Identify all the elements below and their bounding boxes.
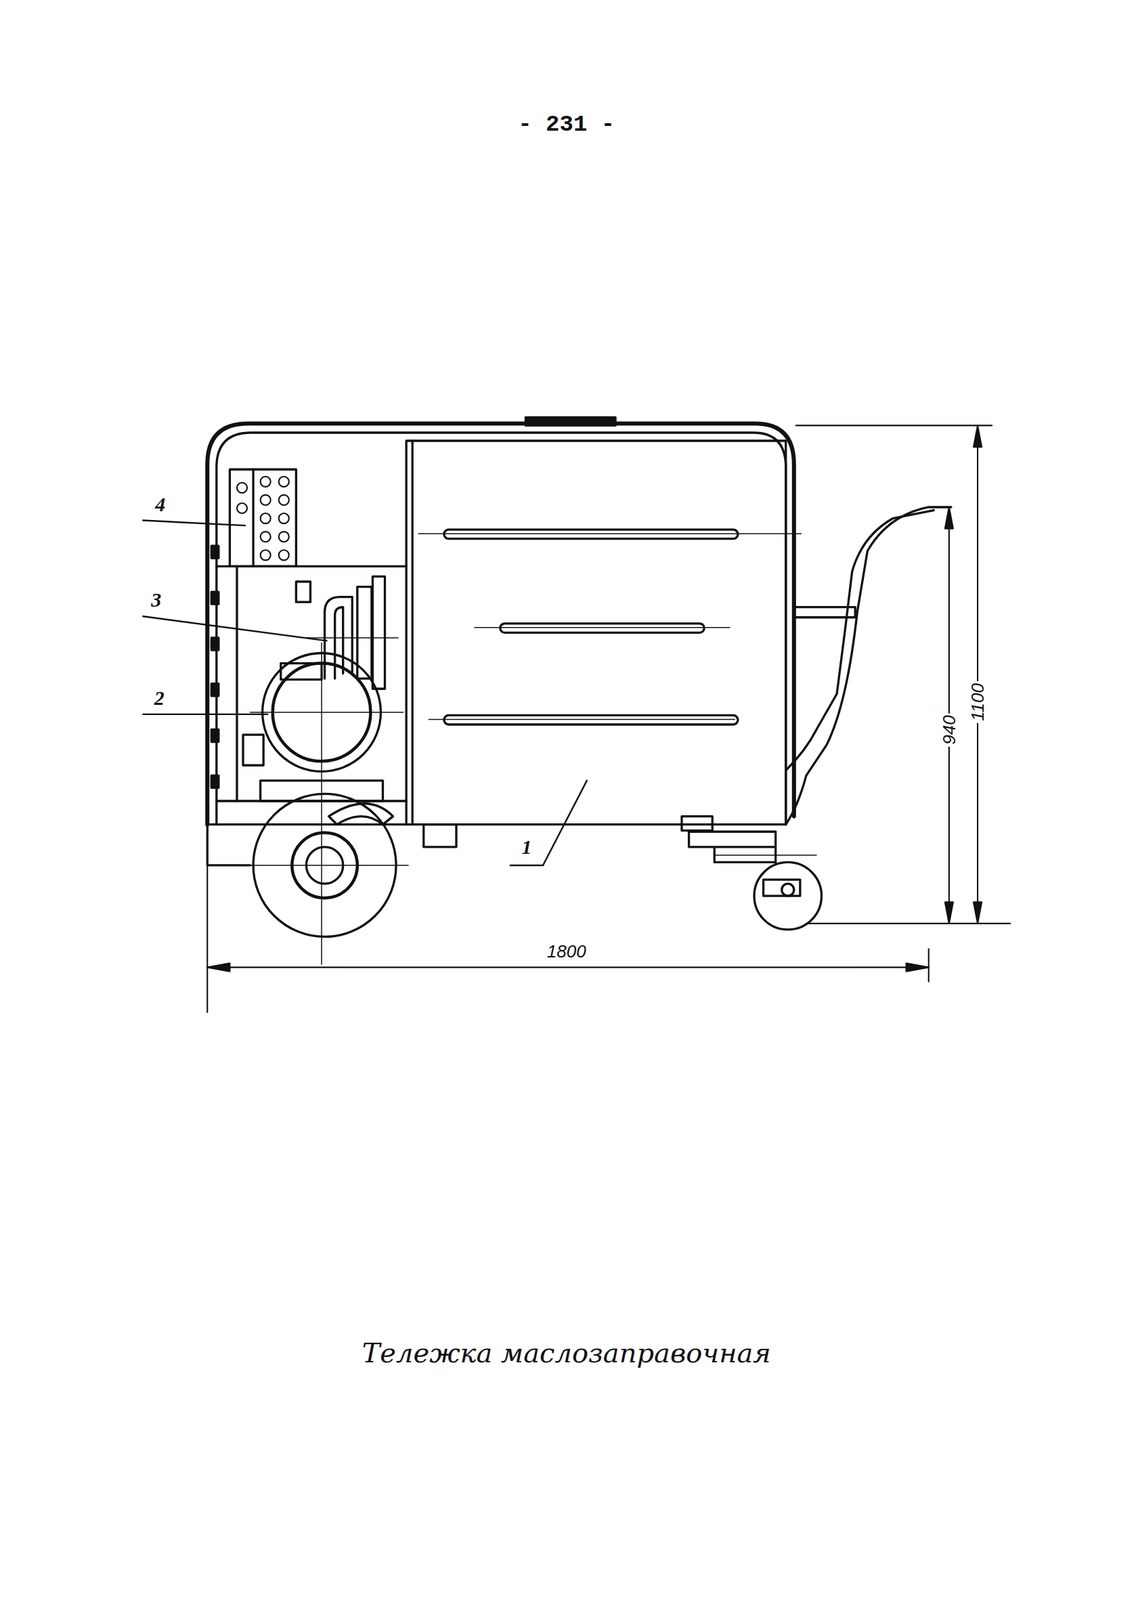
caster-hub — [781, 883, 795, 896]
leader-lines — [142, 520, 587, 866]
frame-inner — [216, 432, 786, 825]
radiator — [251, 469, 254, 566]
tank-foot — [423, 824, 457, 847]
tank — [406, 440, 786, 825]
dimension-lines — [207, 425, 1011, 1013]
radiator — [229, 469, 296, 566]
caster-wheel — [754, 861, 822, 929]
tank-foot — [681, 816, 713, 831]
top-plate — [525, 417, 616, 426]
callout-number: 1 — [521, 836, 532, 858]
handle-bar — [794, 607, 856, 618]
dimension-label: 940 — [940, 712, 958, 747]
axis — [714, 854, 817, 856]
callout-number: 2 — [154, 687, 165, 709]
shelf — [235, 565, 238, 801]
dimension-label: 1100 — [968, 681, 987, 724]
motor-box — [243, 734, 264, 766]
axis — [428, 718, 735, 721]
handle — [785, 510, 935, 771]
radiator-grid — [236, 476, 290, 561]
axis — [418, 532, 801, 535]
caster — [689, 831, 776, 862]
tank-wall — [411, 440, 414, 825]
axis — [306, 637, 399, 639]
callout-number: 4 — [155, 494, 166, 515]
valve — [372, 576, 385, 689]
fender — [329, 803, 394, 825]
axis — [474, 626, 730, 629]
axis — [250, 711, 404, 713]
axis — [320, 642, 323, 965]
caster-fork — [763, 879, 801, 896]
dimension-label: 1800 — [544, 942, 589, 960]
handle — [785, 507, 952, 825]
callout-number: 3 — [150, 589, 162, 610]
side-bolts — [211, 545, 219, 788]
page-number: - 231 - — [517, 113, 615, 137]
valve — [357, 586, 372, 680]
caption: Тележка маслозаправочная — [362, 1339, 772, 1367]
fitting — [295, 581, 311, 602]
frame — [207, 423, 795, 824]
axis — [245, 864, 409, 866]
